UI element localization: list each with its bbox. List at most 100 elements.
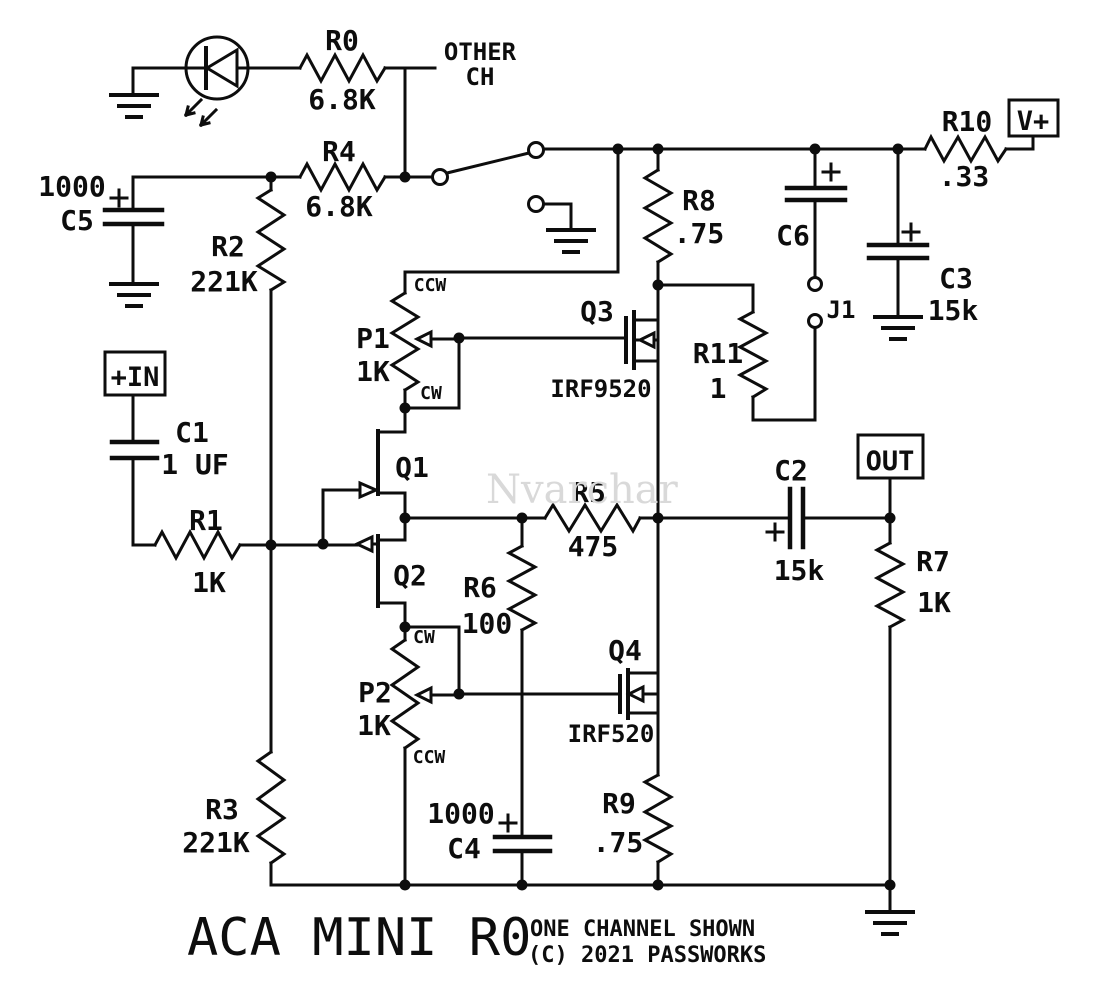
polarity-plus [821, 162, 841, 182]
wire [751, 326, 817, 422]
ground-icon [109, 93, 159, 119]
jfet-gate-arrow [353, 534, 374, 554]
watermark: Nvarchar [486, 467, 679, 513]
resistor-r3: R3 221K [182, 749, 287, 866]
resistor-zigzag [873, 540, 907, 630]
jumper-pin [807, 313, 823, 329]
p2-ref: P2 [358, 676, 392, 709]
q3-part: IRF9520 [550, 375, 651, 403]
cap-plates [784, 185, 848, 203]
resistor-zigzag [641, 167, 675, 265]
wire [131, 456, 157, 547]
r1-value: 1K [192, 566, 226, 599]
wiring [131, 66, 1035, 914]
resistor-zigzag [542, 502, 643, 535]
polarity-plus [765, 522, 785, 542]
transistor-q4: Q4 IRF520 [568, 634, 660, 748]
terminal-box [856, 433, 925, 480]
jumper-pin [807, 276, 823, 292]
c5-ref: C5 [60, 204, 94, 237]
capacitor-c3: C3 15k [866, 222, 978, 327]
pot-zigzag [389, 290, 421, 393]
resistor-r8: R8 .75 [641, 167, 724, 265]
c5-value: 1000 [38, 170, 105, 203]
pot-wiper-arrow [413, 329, 433, 349]
other-channel-label-line1: OTHER [444, 38, 517, 66]
q4-ref: Q4 [608, 634, 642, 667]
ground-icon [865, 910, 915, 936]
r6-ref: R6 [463, 571, 497, 604]
terminal-box [1007, 98, 1060, 138]
wire [321, 488, 362, 546]
wire [403, 625, 461, 696]
r10-value: .33 [939, 160, 990, 193]
resistor-r5: R5 475 [542, 476, 643, 563]
c4-ref: C4 [447, 832, 481, 865]
p1-value: 1K [356, 355, 390, 388]
p2-value: 1K [357, 709, 391, 742]
switch-terminal [527, 195, 545, 213]
mosfet-body-arrow [625, 684, 645, 704]
c2-value: 15k [774, 554, 825, 587]
led-light-arrow [198, 107, 219, 128]
terminal-input: +IN [103, 350, 167, 397]
input-terminal-label: +IN [111, 362, 160, 393]
r9-ref: R9 [602, 787, 636, 820]
switch-lever [445, 151, 531, 175]
r4-value: 6.8K [305, 190, 373, 223]
led-light-arrow [183, 97, 204, 118]
output-terminal-label: OUT [866, 446, 915, 477]
channel-switch [431, 141, 545, 213]
p2-cw-label: CW [413, 627, 435, 648]
capacitor-c6: C6 [776, 162, 848, 252]
resistor-r0: R0 6.8K [297, 24, 388, 116]
r9-value: .75 [593, 826, 644, 859]
polarity-plus [498, 813, 518, 833]
terminal-output: OUT [856, 433, 925, 480]
resistor-r10: R10 .33 [922, 105, 1009, 193]
resistor-zigzag [641, 772, 675, 865]
other-channel-label-line2: CH [466, 63, 495, 91]
q3-ref: Q3 [580, 295, 614, 328]
p2-ccw-label: CCW [413, 747, 446, 768]
resistor-r6: R6 100 [462, 543, 539, 640]
resistor-zigzag [152, 528, 243, 562]
resistor-zigzag [297, 51, 388, 85]
p1-ref: P1 [356, 322, 390, 355]
resistor-zigzag [297, 160, 388, 194]
led-anode-triangle [204, 47, 239, 89]
resistor-zigzag [505, 543, 539, 633]
wire [131, 175, 302, 212]
cap-plates [866, 242, 930, 261]
resistor-r7: R7 1K [873, 540, 951, 630]
cap-plates [109, 439, 160, 461]
junction-dots [265, 143, 904, 891]
r5-value: 475 [568, 530, 619, 563]
c6-ref: C6 [776, 219, 810, 252]
resistor-r9: R9 .75 [593, 772, 675, 865]
resistor-r4: R4 6.8K [297, 135, 388, 223]
capacitor-c2: C2 15k [765, 454, 825, 587]
c2-ref: C2 [774, 454, 808, 487]
r0-ref: R0 [325, 24, 359, 57]
transistor-q3: Q3 IRF9520 [550, 295, 660, 403]
polarity-plus [901, 222, 921, 242]
c1-value: 1 UF [161, 448, 228, 481]
r7-value: 1K [917, 586, 951, 619]
r4-ref: R4 [322, 135, 356, 168]
r6-value: 100 [462, 607, 513, 640]
wire [403, 336, 461, 410]
r10-ref: R10 [942, 105, 993, 138]
led-symbol [183, 35, 250, 128]
resistor-zigzag [736, 309, 770, 400]
c1-ref: C1 [175, 416, 209, 449]
capacitor-c4: 1000 C4 [427, 797, 553, 865]
q4-part: IRF520 [568, 720, 655, 748]
capacitor-c5: 1000 C5 [38, 170, 165, 237]
r3-value: 221K [182, 826, 250, 859]
r2-ref: R2 [211, 230, 245, 263]
q2-ref: Q2 [393, 559, 427, 592]
r11-ref: R11 [693, 337, 744, 370]
polarity-plus [109, 188, 129, 208]
